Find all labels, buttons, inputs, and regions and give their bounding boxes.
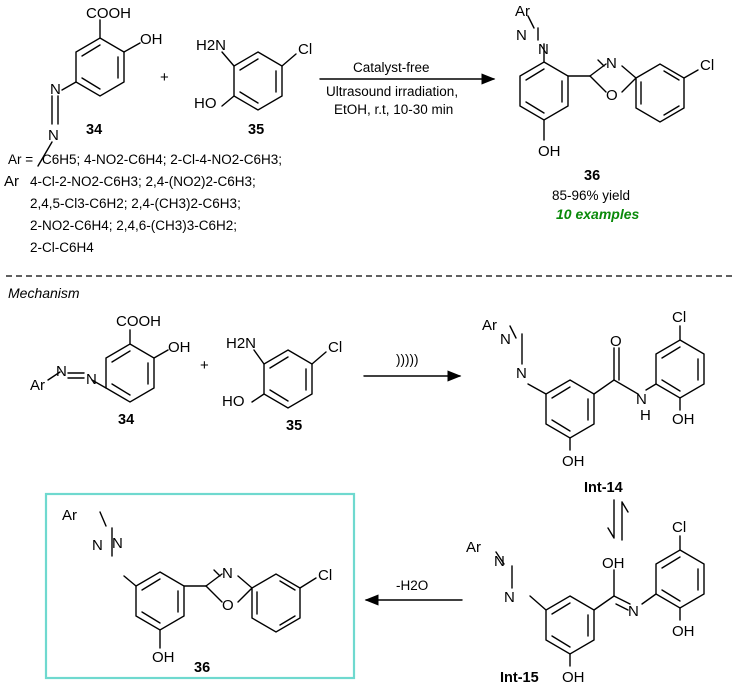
oh-label: OH — [672, 411, 695, 428]
compound-label-36: 36 — [194, 660, 210, 676]
oh-label: OH — [538, 143, 561, 160]
compound-36-boxed: Ar N N N O Cl OH 36 — [62, 507, 332, 676]
condition-line-1: Catalyst-free — [353, 60, 430, 75]
oh-label: OH — [672, 623, 695, 640]
ultrasound-symbol: ))))) — [396, 352, 418, 367]
cooh-label: COOH — [116, 313, 161, 330]
oh-label: OH — [602, 555, 625, 572]
n-label: N — [50, 81, 61, 98]
oh-label: OH — [168, 339, 191, 356]
n-label: N — [92, 537, 103, 554]
cooh-label: COOH — [86, 5, 131, 22]
oh-label: OH — [562, 453, 585, 470]
cl-label: Cl — [672, 309, 686, 326]
n-label: N — [538, 41, 549, 58]
o-label: O — [610, 333, 622, 350]
n-label: N — [606, 55, 617, 72]
plus-sign: + — [200, 357, 209, 374]
substituent-line-2: 4-Cl-2-NO2-C6H3; 2,4-(NO2)2-C6H3; — [30, 174, 256, 189]
ar-label: Ar — [30, 377, 45, 394]
ar-label: Ar — [515, 3, 530, 20]
ho-label: HO — [222, 393, 245, 410]
o-label: O — [606, 87, 618, 104]
n-label: N — [628, 603, 639, 620]
ar-prefix: Ar = — [8, 152, 33, 167]
n-label: N — [48, 127, 59, 144]
substituent-line-1: C6H5; 4-NO2-C6H4; 2-Cl-4-NO2-C6H3; — [42, 152, 282, 167]
n-label: N — [86, 371, 97, 388]
oh-label: OH — [562, 669, 585, 686]
n-label: N — [112, 535, 123, 552]
h2n-label: H2N — [196, 37, 226, 54]
n-label: N — [504, 589, 515, 606]
compound-label-36: 36 — [584, 168, 600, 184]
compound-35-top: H2N Cl HO 35 — [194, 37, 312, 138]
n-label: N — [56, 363, 67, 380]
compound-label-int-14: Int-14 — [584, 480, 623, 496]
cl-label: Cl — [298, 41, 312, 58]
n-label: N — [516, 27, 527, 44]
compound-34-top: COOH OH N N Ar 34 — [4, 5, 163, 190]
ho-label: HO — [194, 95, 217, 112]
condition-line-2: Ultrasound irradiation, — [326, 84, 458, 99]
compound-35-mech: H2N Cl HO 35 — [222, 335, 342, 434]
condition-line-3: EtOH, r.t, 10-30 min — [334, 102, 453, 117]
o-label: O — [222, 597, 234, 614]
substituent-line-3: 2,4,5-Cl3-C6H2; 2,4-(CH3)2-C6H3; — [30, 196, 241, 211]
product-highlight-box — [44, 492, 356, 680]
ar-label: Ar — [62, 507, 77, 524]
intermediate-14: Ar N N O N H Cl OH OH Int-14 — [482, 309, 705, 496]
water-loss-label: -H2O — [396, 578, 428, 593]
compound-label-34: 34 — [118, 412, 134, 428]
h2n-label: H2N — [226, 335, 256, 352]
n-label: N — [222, 565, 233, 582]
compound-36-top: Ar N N N O Cl OH 36 85-96% yield 10 exam… — [515, 3, 714, 222]
ar-label: Ar — [466, 539, 481, 556]
cl-label: Cl — [318, 567, 332, 584]
n-label: N — [636, 391, 647, 408]
n-label: N — [516, 365, 527, 382]
oh-label: OH — [152, 649, 175, 666]
cl-label: Cl — [672, 519, 686, 536]
h-label: H — [640, 407, 651, 424]
equilibrium-arrows — [607, 499, 629, 541]
compound-label-35: 35 — [286, 418, 302, 434]
cl-label: Cl — [328, 339, 342, 356]
n-label: N — [500, 331, 511, 348]
mechanism-heading: Mechanism — [8, 285, 80, 301]
ar-label: Ar — [4, 173, 19, 190]
n-label: N — [494, 553, 505, 570]
examples-text: 10 examples — [556, 206, 639, 222]
cl-label: Cl — [700, 57, 714, 74]
plus-sign: + — [160, 69, 169, 86]
substituent-line-4: 2-NO2-C6H4; 2,4,6-(CH3)3-C6H2; — [30, 218, 237, 233]
compound-label-34: 34 — [86, 122, 102, 138]
substituent-list: Ar = C6H5; 4-NO2-C6H4; 2-Cl-4-NO2-C6H3; … — [8, 152, 282, 255]
substituent-line-5: 2-Cl-C6H4 — [30, 240, 94, 255]
compound-34-mech: COOH OH N N Ar 34 — [30, 313, 191, 428]
compound-label-35: 35 — [248, 122, 264, 138]
compound-label-int-15: Int-15 — [500, 670, 539, 686]
yield-text: 85-96% yield — [552, 188, 630, 203]
oh-label: OH — [140, 31, 163, 48]
intermediate-15: Ar N N OH N Cl OH OH Int-15 — [466, 519, 705, 686]
reaction-conditions: Catalyst-free Ultrasound irradiation, Et… — [319, 60, 496, 117]
ar-label: Ar — [482, 317, 497, 334]
